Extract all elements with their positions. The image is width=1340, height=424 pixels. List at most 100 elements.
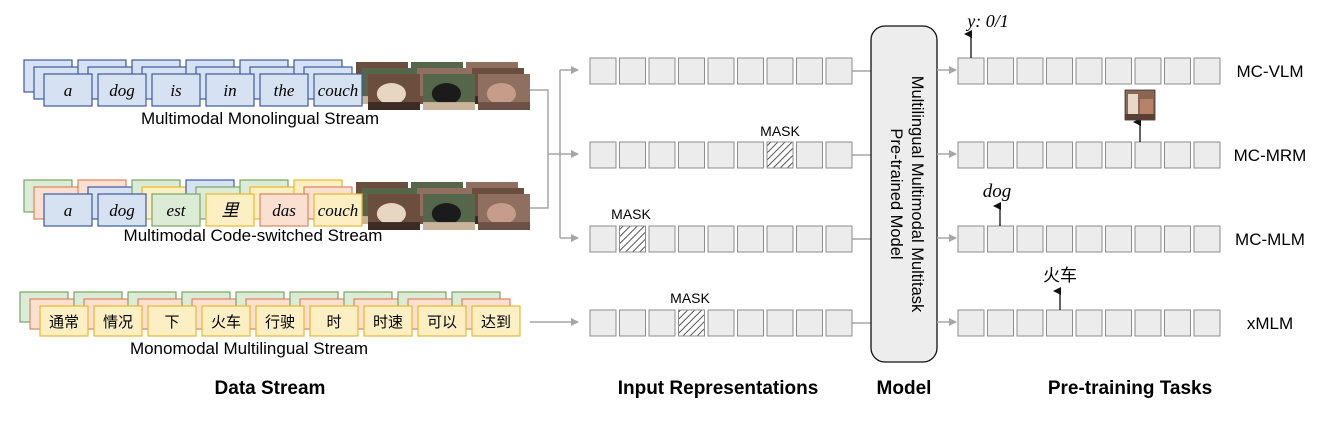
monolingual-image-region [368,74,420,110]
multilingual-token: 下 [164,313,179,331]
task-output-arrows [964,30,1141,310]
output-token-cell [1046,141,1073,169]
section-model: Model [877,378,932,399]
output-token-cell [957,309,985,337]
input-token-cell [648,141,676,169]
multilingual-token: 行驶 [265,313,295,331]
masked-token-cell [619,225,646,253]
task-name-xmlm: xMLM [1247,314,1293,333]
task-output-mc-mlm: dog [983,181,1012,202]
multilingual-token-card [147,305,197,337]
output-token-cell [1105,57,1132,85]
multilingual-token: 时 [326,313,341,331]
output-token-cell [1164,57,1191,85]
multilingual-token-card [201,305,251,337]
task-name-mc-mrm: MC-MRM [1234,146,1307,165]
codeswitched-token-card [97,193,147,227]
output-token-cell [1134,141,1162,169]
output-token-cell [987,225,1014,253]
monolingual-token-card [97,73,147,107]
output-token-cell [1075,309,1103,337]
input-token-cell [825,57,853,85]
monolingual-token-card [43,73,93,107]
input-token-cell [589,57,617,85]
multilingual-token-card [255,305,305,337]
stream-connectors [530,66,579,326]
section-input-representations: Input Representations [618,378,819,399]
output-token-cell [1164,309,1191,337]
multilingual-stream-label: Monomodal Multilingual Stream [130,339,368,358]
multilingual-token-card [471,305,521,337]
multilingual-token: 情况 [103,313,133,331]
section-data-stream: Data Stream [215,378,326,399]
input-token-cell [737,57,764,85]
input-token-cell [737,309,764,337]
input-representations [589,57,871,337]
input-token-cell [707,225,735,253]
input-token-cell [796,141,823,169]
output-token-cell [1164,225,1191,253]
output-token-cell [1075,141,1103,169]
monolingual-token-card [151,73,201,107]
input-token-cell [648,309,676,337]
output-token-cell [957,141,985,169]
output-token-cell [1075,225,1103,253]
multilingual-token-card [363,305,413,337]
mask-label-row4: MASK [670,290,710,306]
output-token-cell [987,57,1014,85]
input-token-cell [825,225,853,253]
output-token-cell [1193,57,1221,85]
codeswitched-stream-label: Multimodal Code-switched Stream [124,226,383,245]
codeswitched-token: a [64,201,73,220]
input-token-cell [678,225,705,253]
input-token-cell [766,225,794,253]
input-token-cell [619,309,646,337]
output-token-cell [987,309,1014,337]
monolingual-stream-label: Multimodal Monolingual Stream [141,109,379,128]
multilingual-token-card [417,305,467,337]
output-token-cell [1105,225,1132,253]
codeswitched-token: dog [109,201,135,220]
mask-label-row3: MASK [611,206,651,222]
input-token-cell [796,309,823,337]
output-token-cell [1134,309,1162,337]
monolingual-image-region [478,74,530,110]
masked-token-cell [678,309,705,337]
input-token-cell [707,141,735,169]
input-token-cell [737,141,764,169]
input-token-cell [766,57,794,85]
multilingual-token-card [39,305,89,337]
input-token-cell [796,57,823,85]
input-token-cell [589,141,617,169]
monolingual-image-region [423,74,475,110]
codeswitched-token-card [205,193,255,227]
multilingual-token-card [93,305,143,337]
multilingual-token: 通常 [49,313,79,331]
output-token-cell [1134,225,1162,253]
output-token-cell [1016,225,1044,253]
input-token-cell [796,225,823,253]
monolingual-token-card [313,73,363,107]
task-output-mc-vlm: y: 0/1 [965,11,1008,31]
codeswitched-image-region [478,194,530,230]
output-token-cell [1016,309,1044,337]
task-name-mc-mlm: MC-MLM [1235,230,1305,249]
monolingual-token-card [205,73,255,107]
multilingual-token: 达到 [481,313,511,331]
codeswitched-image-region [423,194,475,230]
monolingual-token: couch [318,81,359,100]
input-token-cell [766,309,794,337]
task-name-mc-vlm: MC-VLM [1236,62,1303,81]
output-token-cell [1046,225,1073,253]
output-token-cell [1105,141,1132,169]
model-output-arrows [937,66,957,326]
output-token-cell [1016,141,1044,169]
output-token-cell [957,225,985,253]
monolingual-token: is [170,81,182,100]
output-token-cell [1105,309,1132,337]
input-token-cell [589,225,617,253]
input-token-cell [707,309,735,337]
output-token-cell [1193,309,1221,337]
input-token-cell [619,141,646,169]
